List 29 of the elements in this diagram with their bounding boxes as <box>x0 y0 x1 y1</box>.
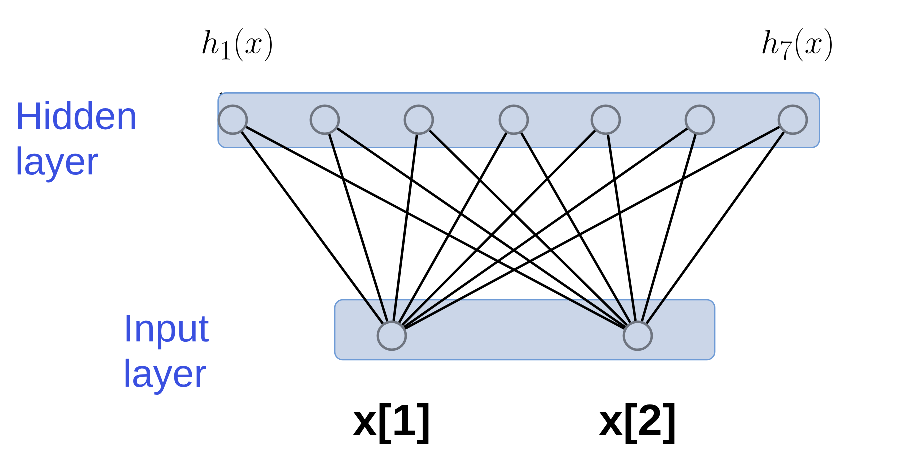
connection-line <box>428 130 628 326</box>
neuron-circle <box>590 104 622 136</box>
neuron-circle <box>376 320 408 352</box>
connection-line <box>404 128 688 328</box>
neuron-circle <box>498 104 530 136</box>
connection-line <box>607 134 637 322</box>
neuron-circle <box>404 104 434 136</box>
connection-line <box>404 126 780 330</box>
neuron-circle <box>622 320 654 352</box>
output-formula: $h_7(x)$ <box>762 28 832 62</box>
neuron-circle <box>778 104 808 136</box>
connection-line <box>246 126 626 330</box>
input-label: x[1] <box>353 404 429 445</box>
neuron-circle <box>218 104 248 136</box>
output-formula: $h_1(x)$ <box>202 28 272 62</box>
connection-line <box>328 134 389 322</box>
connection-line <box>646 132 786 324</box>
layer-label: Hidden layer <box>18 101 136 183</box>
connection-line <box>241 132 384 324</box>
layer-label: Input layer <box>126 315 209 395</box>
neuron-circle <box>310 104 340 136</box>
connection-line <box>392 134 418 322</box>
connection-line <box>336 128 626 328</box>
connection-line <box>402 130 596 326</box>
input-label: x[2] <box>599 404 675 445</box>
connection-line <box>398 132 508 324</box>
neuron-circle <box>684 104 716 136</box>
connection-line <box>641 134 697 322</box>
connection-line <box>520 132 632 324</box>
